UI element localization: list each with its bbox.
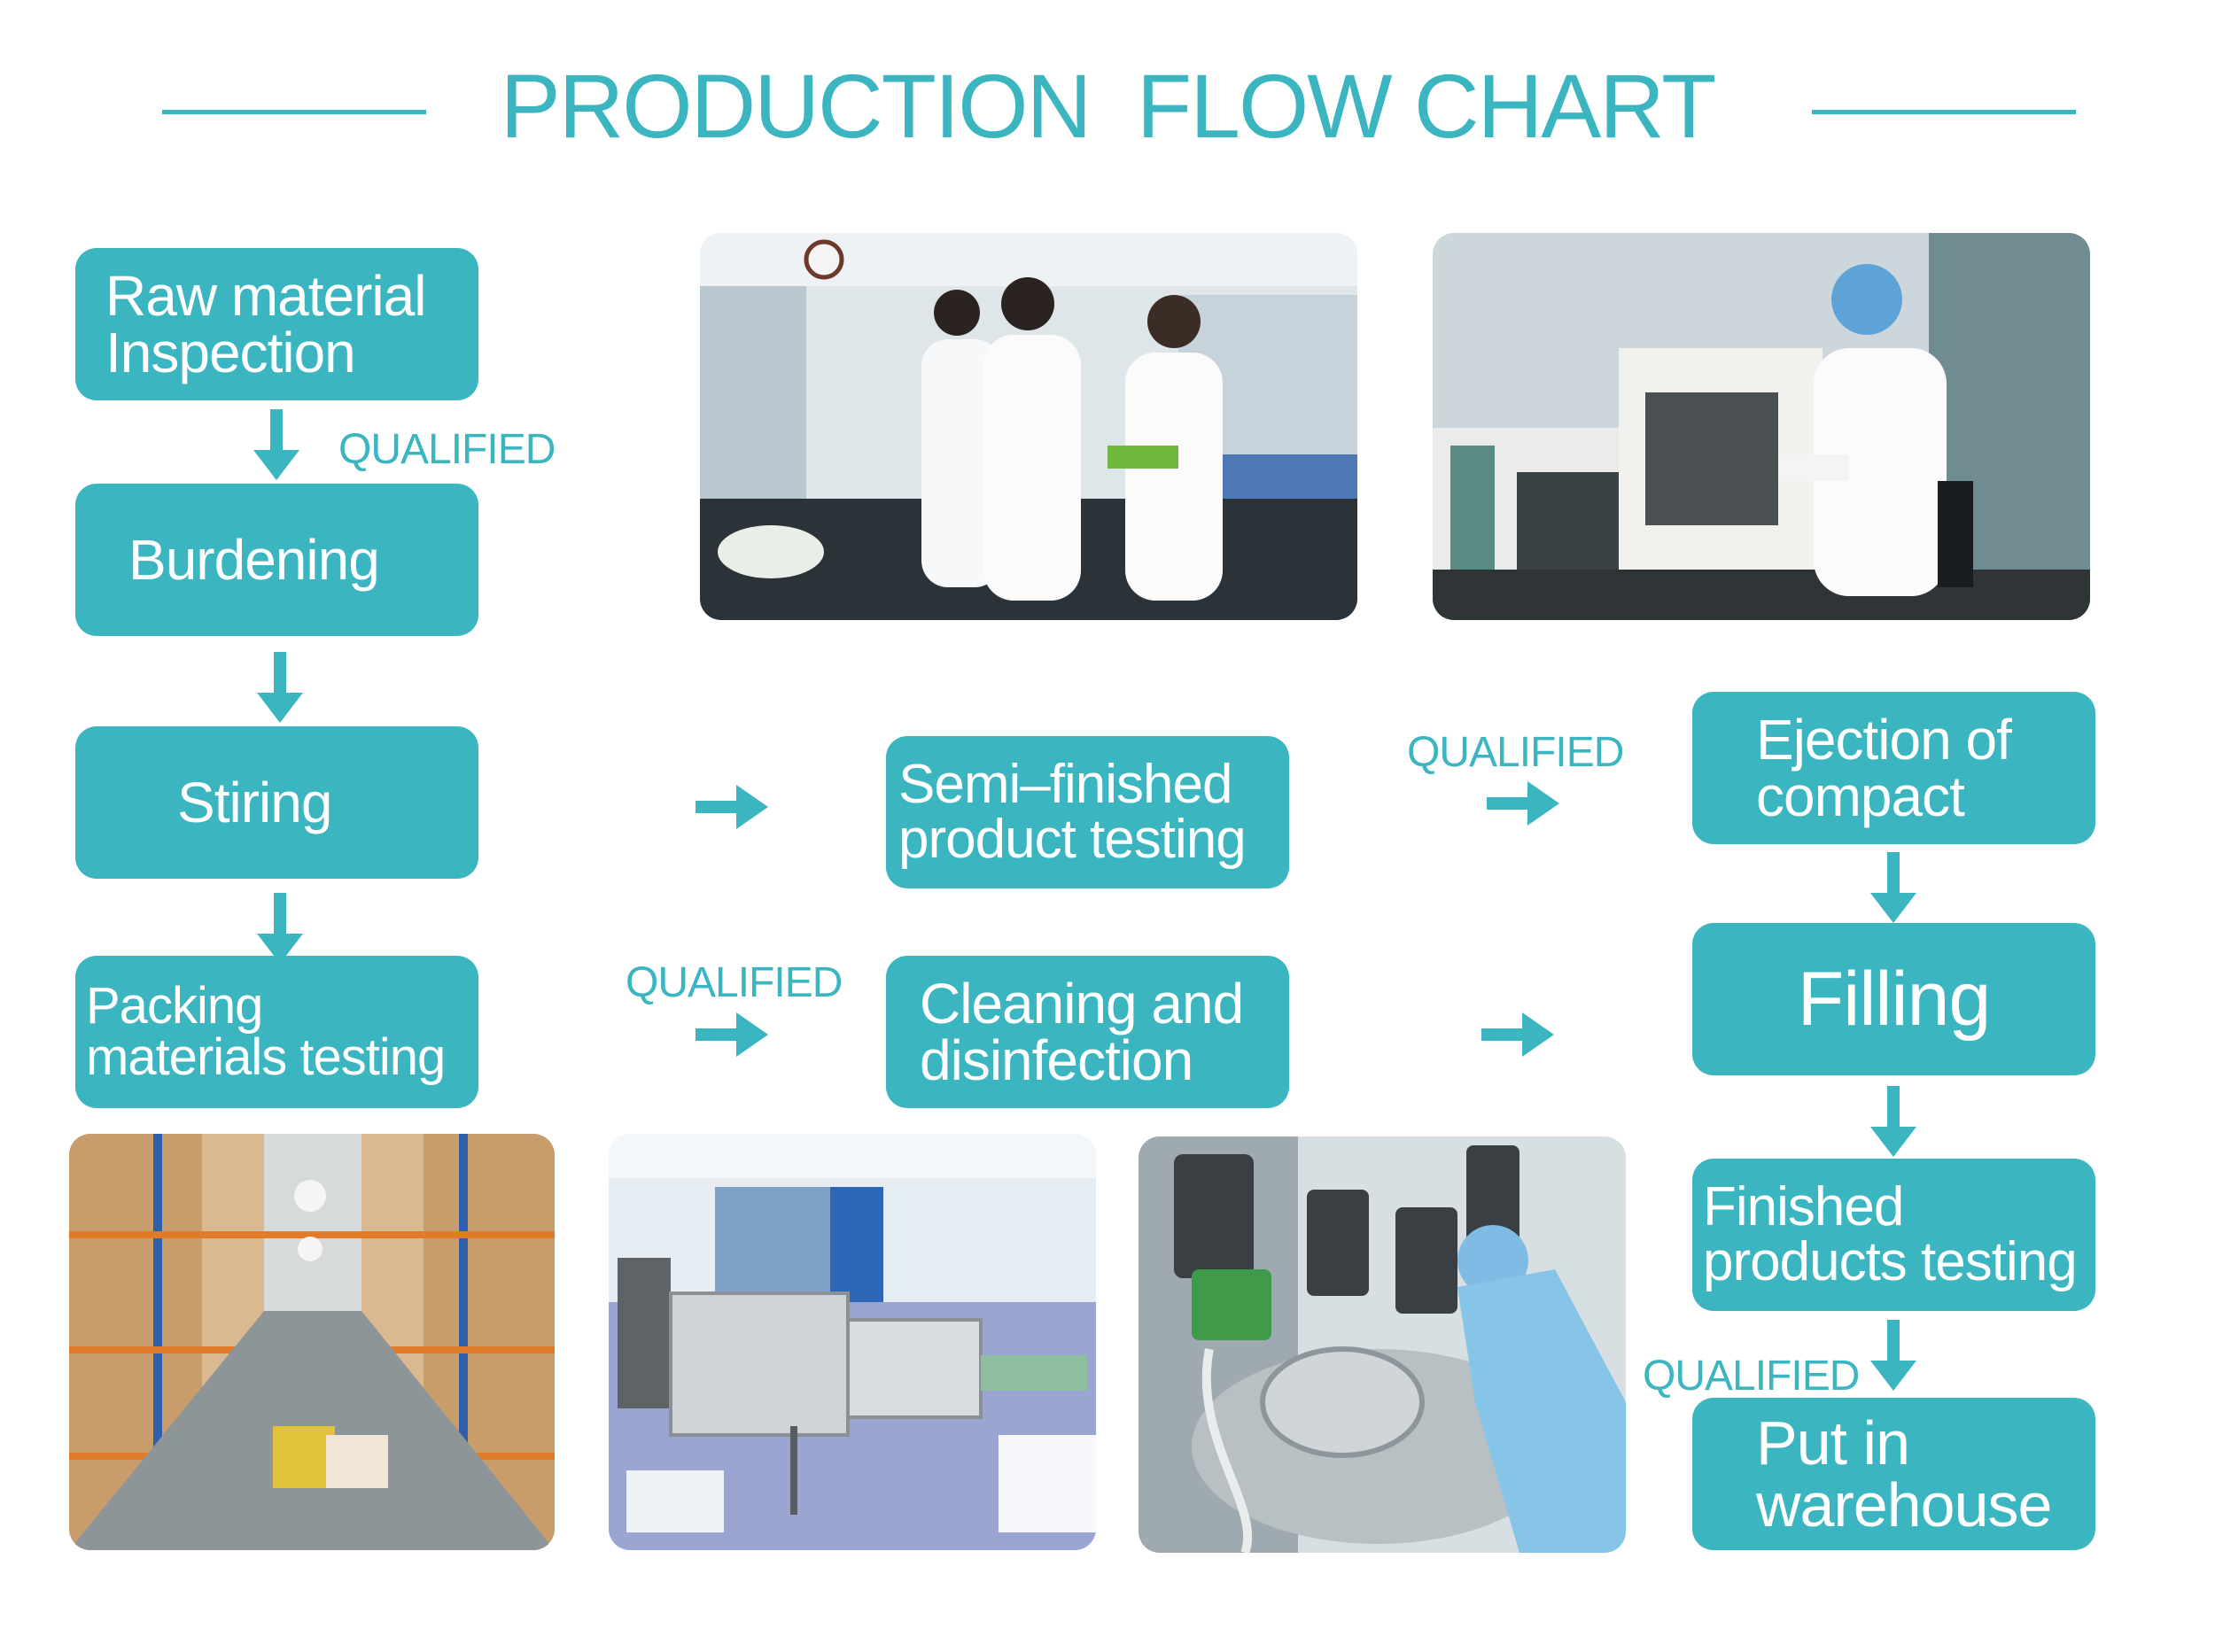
- arrow-right-icon: [696, 785, 768, 829]
- qualified-label: QUALIFIED: [1643, 1353, 1860, 1400]
- step-ejection-of-compact: Ejection of compact: [1692, 692, 2095, 844]
- step-stiring: Stiring: [75, 726, 478, 879]
- arrow-right-icon: [1481, 1012, 1554, 1057]
- step-finished-products-testing: Finished products testing: [1692, 1159, 2095, 1311]
- step-burdening: Burdening: [75, 484, 478, 636]
- oven-testing-photo: [1433, 233, 2090, 620]
- lab-technicians-photo: [700, 233, 1357, 620]
- packaging-machine-photo: [609, 1134, 1096, 1550]
- qualified-label: QUALIFIED: [338, 426, 556, 473]
- arrow-down-icon: [1870, 1086, 1916, 1157]
- title-rule-right: [1812, 110, 2076, 114]
- qualified-label: QUALIFIED: [1407, 729, 1624, 776]
- warehouse-photo: [69, 1134, 555, 1550]
- step-label: Semi–finished product testing: [898, 754, 1247, 870]
- arrow-down-icon: [1870, 1320, 1916, 1391]
- step-put-in-warehouse: Put in warehouse: [1692, 1398, 2095, 1550]
- arrow-right-icon: [1487, 781, 1559, 826]
- step-label: Burdening: [128, 528, 380, 592]
- mixing-tank-photo: [1139, 1136, 1626, 1553]
- arrow-down-icon: [1870, 852, 1916, 923]
- arrow-down-icon: [257, 893, 303, 964]
- step-cleaning-and-disinfection: Cleaning and disinfection: [886, 956, 1289, 1108]
- step-semi-finished-product-testing: Semi–finished product testing: [886, 736, 1289, 888]
- qualified-label: QUALIFIED: [626, 959, 843, 1006]
- step-packing-materials-testing: Packing materials testing: [75, 956, 478, 1108]
- step-label: Ejection of compact: [1756, 708, 2012, 828]
- arrow-down-icon: [257, 652, 303, 723]
- page-title: PRODUCTION FLOW CHART: [500, 56, 1717, 157]
- step-label: Stiring: [177, 771, 332, 834]
- step-label: Cleaning and disinfection: [920, 972, 1244, 1092]
- arrow-down-icon: [253, 409, 299, 480]
- step-raw-material-inspection: Raw material Inspection: [75, 248, 478, 400]
- step-filling: Filling: [1692, 923, 2095, 1075]
- step-label: Packing materials testing: [86, 977, 446, 1086]
- step-label: Raw material Inspection: [105, 264, 426, 384]
- step-label: Put in warehouse: [1756, 1408, 2052, 1540]
- step-label: Filling: [1797, 957, 1992, 1042]
- title-rule-left: [162, 110, 426, 114]
- step-label: Finished products testing: [1703, 1176, 2078, 1292]
- arrow-right-icon: [696, 1012, 768, 1057]
